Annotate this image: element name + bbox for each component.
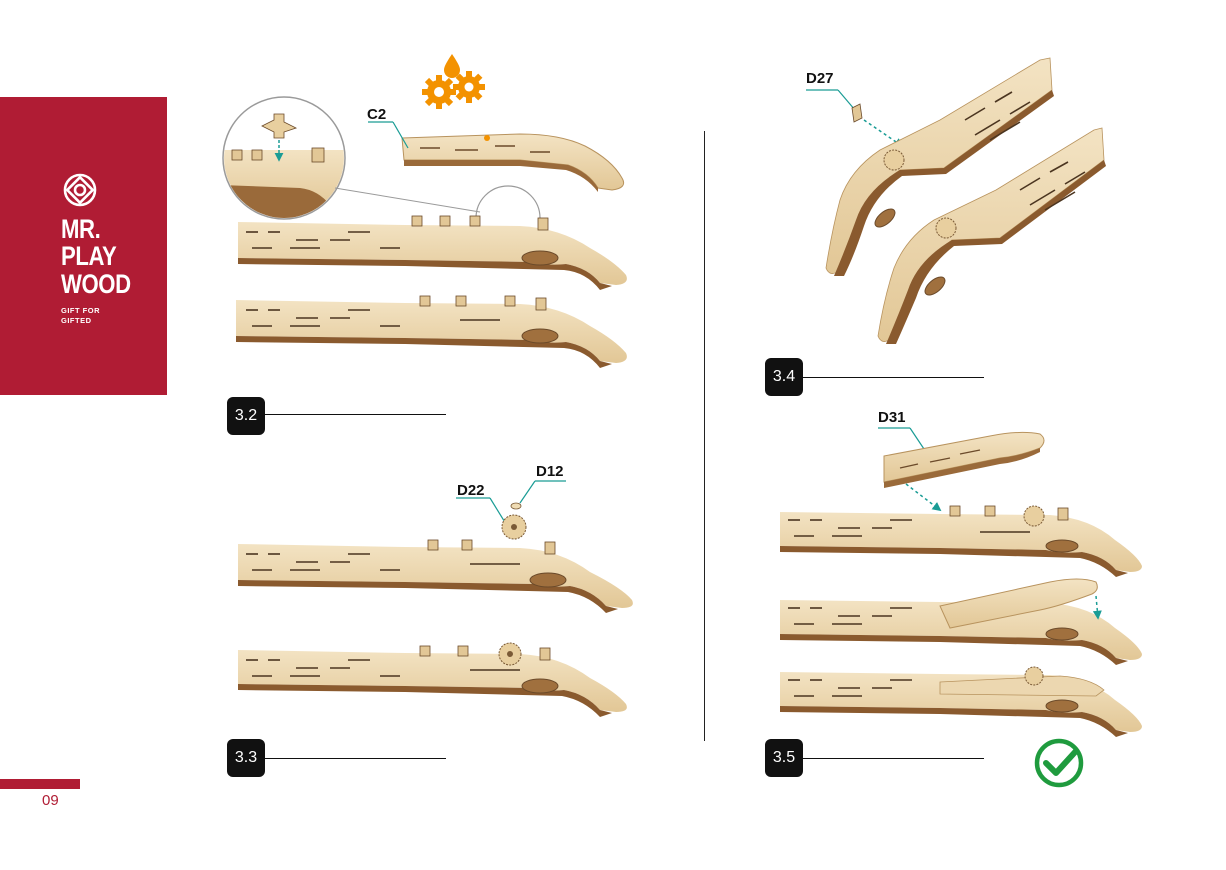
- gun-3-5-b: [780, 578, 1142, 665]
- page-number-bar: [0, 779, 80, 789]
- brand-tagline-line-2: GIFTED: [61, 316, 92, 325]
- gun-3-4-a: [825, 57, 1054, 276]
- brand-sidebar: [0, 97, 167, 395]
- step-badge-3-5: 3.5: [765, 739, 803, 777]
- gun-3-3-b: [238, 642, 627, 717]
- page-number: 09: [42, 792, 59, 809]
- part-d31-drawing: [883, 431, 1045, 488]
- step-badge-3-2: 3.2: [227, 397, 265, 435]
- gun-3-4-b: [877, 127, 1106, 344]
- brand-name-line-3: WOOD: [61, 269, 131, 299]
- part-label-d31: D31: [878, 409, 906, 426]
- part-c2-drawing: [401, 133, 625, 192]
- step-rule-3-5: [803, 758, 984, 759]
- part-label-d27: D27: [806, 70, 834, 87]
- gun-3-5-a: [780, 505, 1142, 577]
- part-label-c2: C2: [367, 106, 387, 123]
- zoom-detail: [222, 96, 346, 220]
- brand-name-line-1: MR.: [61, 214, 101, 244]
- gun-3-2-a: [238, 215, 627, 290]
- step-badge-3-3: 3.3: [227, 739, 265, 777]
- step-rule-3-2: [265, 414, 446, 415]
- part-label-d12: D12: [536, 463, 564, 480]
- step-rule-3-4: [803, 377, 984, 378]
- part-label-d22: D22: [457, 482, 485, 499]
- step-badge-3-4: 3.4: [765, 358, 803, 396]
- brand-logo-icon: [63, 173, 97, 207]
- checkmark-icon: [1034, 738, 1084, 788]
- gun-3-5-c: [780, 666, 1142, 737]
- gun-3-2-b: [236, 295, 627, 368]
- column-divider: [704, 131, 705, 741]
- step-rule-3-3: [265, 758, 446, 759]
- brand-name-line-2: PLAY: [61, 241, 117, 271]
- gun-3-3-a: [238, 539, 633, 613]
- oil-gears-icon: [422, 54, 485, 109]
- brand-tagline-line-1: GIFT FOR: [61, 306, 100, 315]
